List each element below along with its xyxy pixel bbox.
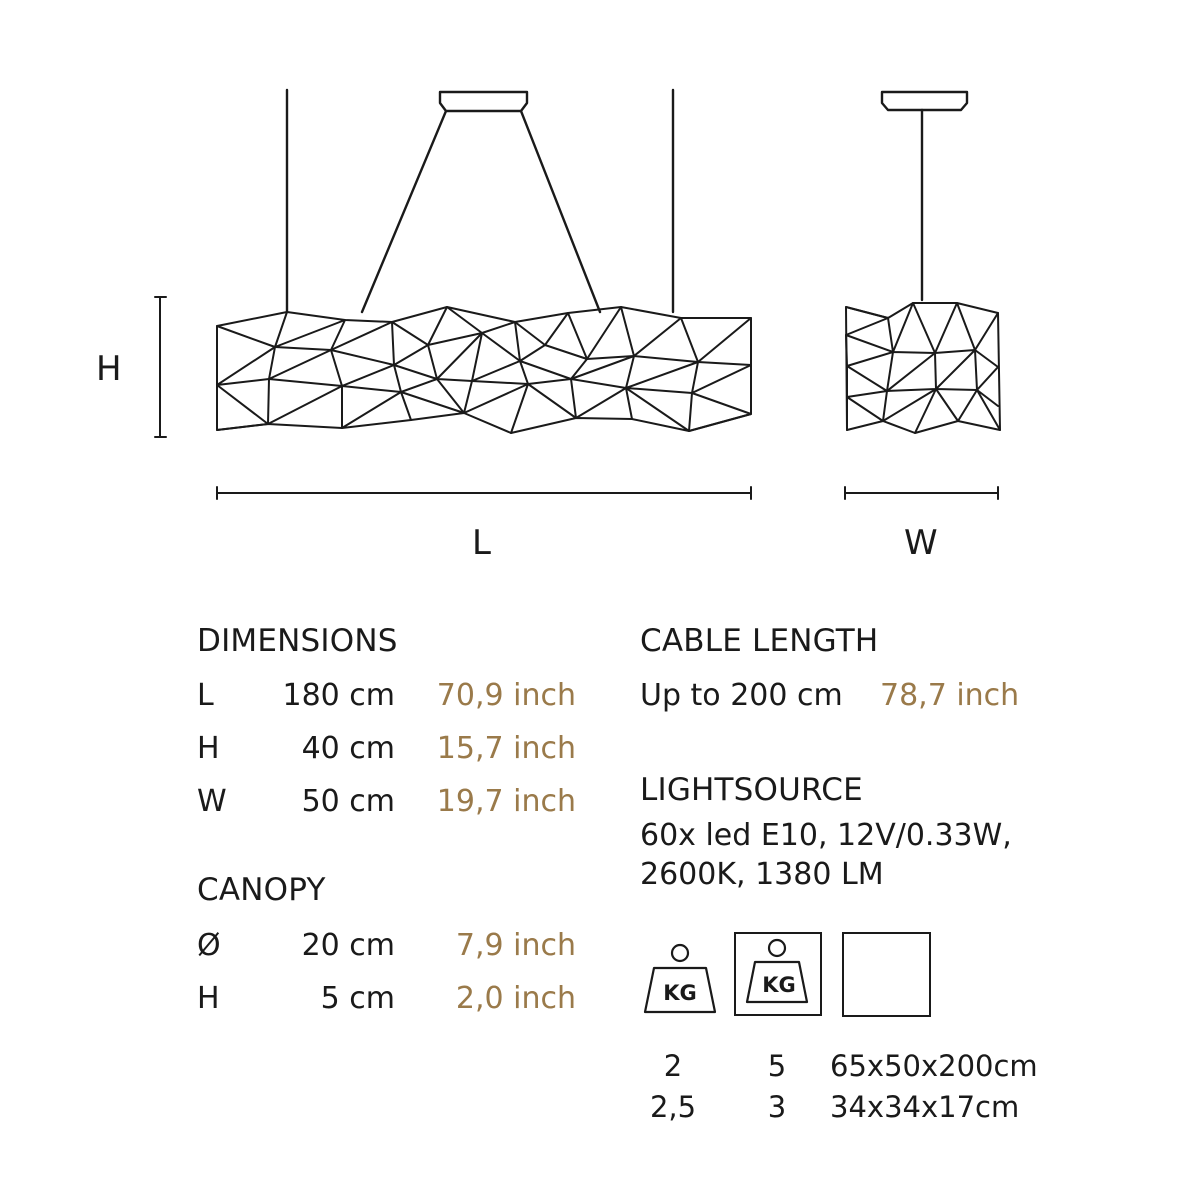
kg-weight-icon [643,943,717,1014]
package-gross-weight: 3 [767,1090,787,1124]
front-cable-right [519,109,602,314]
package-size: 34x34x17cm [830,1090,1020,1124]
cable-length-inch: 78,7 inch [880,678,1020,713]
front-lamp-body [216,306,752,434]
side-lamp-body [845,302,1001,434]
dimension-row-label: L [197,678,214,713]
canopy-row-inch: 7,9 inch [455,928,576,963]
canopy-row-label: Ø [197,928,221,963]
cable-length-cm: Up to 200 cm [640,678,843,713]
front-canopy [438,90,529,113]
package-net-weight: 2 [663,1049,683,1083]
kg-weight-boxed-icon [734,932,822,1016]
front-cable-left [360,109,448,314]
dimension-row-label: W [197,784,227,819]
dimension-row-inch: 70,9 inch [436,678,576,713]
package-net-weight: 2,5 [649,1090,697,1124]
package-gross-weight: 5 [767,1049,787,1083]
kg-label: KG [663,981,697,1005]
canopy-row-inch: 2,0 inch [455,981,576,1016]
dimension-row-cm: 180 cm [282,678,395,713]
lightsource-line-1: 60x led E10, 12V/0.33W, [640,818,1012,853]
technical-drawing [154,88,1001,500]
dimension-lines [154,296,999,500]
canopy-title: CANOPY [197,872,326,908]
dimension-row-inch: 19,7 inch [436,784,576,819]
cable-length-title: CABLE LENGTH [640,623,879,659]
lightsource-title: LIGHTSOURCE [640,772,863,808]
box-size-icon [842,932,931,1017]
drawing-label-length: L [472,523,491,563]
dimension-row-cm: 50 cm [301,784,395,819]
dimension-row-inch: 15,7 inch [436,731,576,766]
kg-boxed-label: KG [762,973,796,997]
side-canopy [880,90,969,112]
drawing-label-width: W [904,523,938,563]
package-size: 65x50x200cm [830,1049,1038,1083]
canopy-row-cm: 5 cm [320,981,395,1016]
dimensions-title: DIMENSIONS [197,623,398,659]
dimension-row-label: H [197,731,220,766]
canopy-row-label: H [197,981,220,1016]
lightsource-line-2: 2600K, 1380 LM [640,857,884,892]
canopy-row-cm: 20 cm [301,928,395,963]
drawing-label-height: H [96,349,122,389]
dimension-row-cm: 40 cm [301,731,395,766]
